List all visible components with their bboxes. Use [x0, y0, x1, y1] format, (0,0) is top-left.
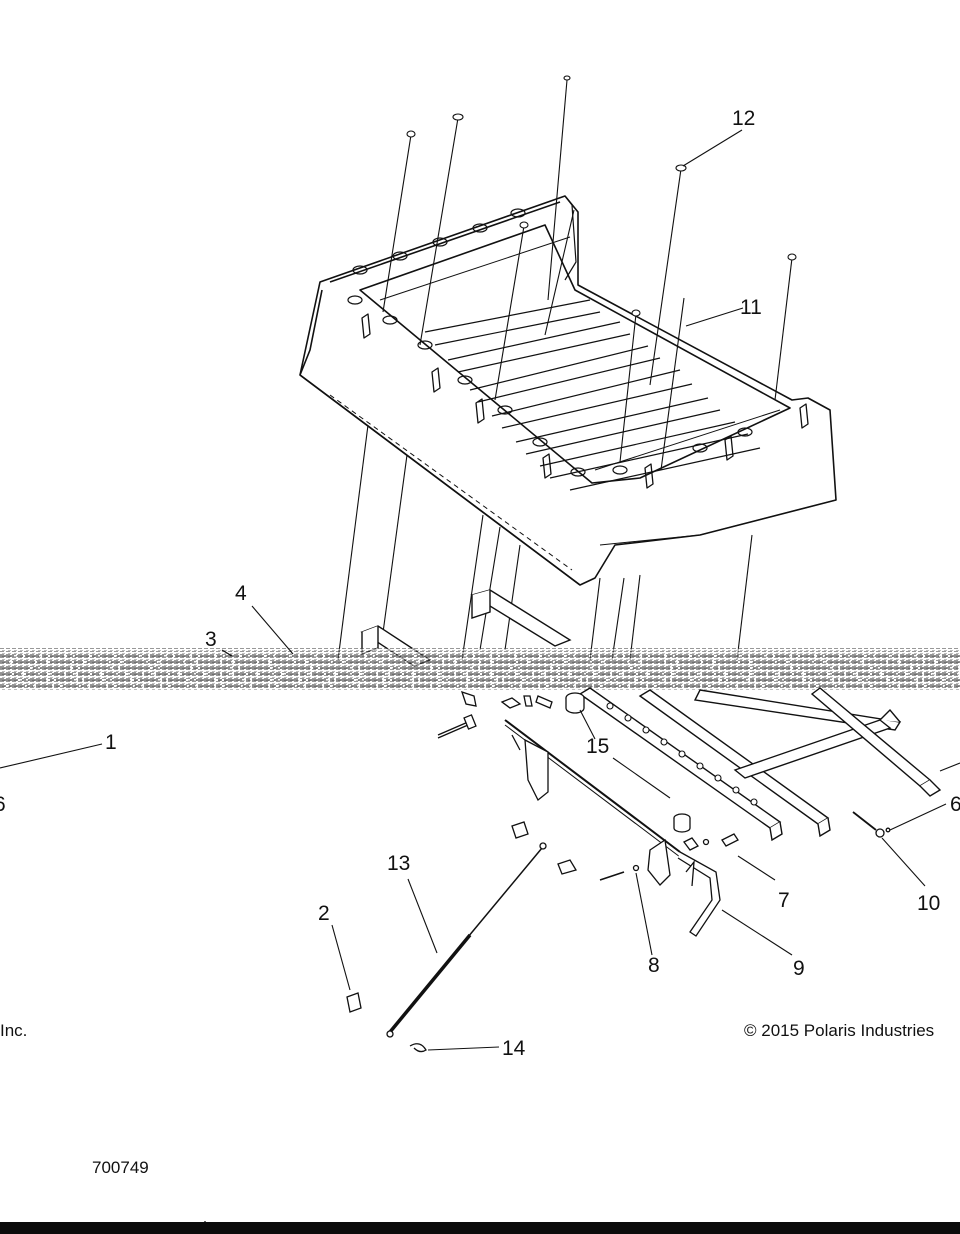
callout-4: 4 [235, 582, 247, 605]
callout-13: 13 [387, 852, 410, 875]
callout-6-left: 6 [0, 793, 6, 816]
callout-12: 12 [732, 107, 755, 130]
drawing-number: 700749 [92, 1158, 149, 1177]
callout-15: 15 [586, 735, 609, 758]
leader-lines [0, 129, 960, 1051]
callout-2: 2 [318, 902, 330, 925]
callout-6-right: 6 [950, 793, 960, 816]
hardware [346, 690, 891, 1053]
callout-3: 3 [205, 628, 217, 651]
copyright-left: Inc. [0, 1021, 28, 1040]
callout-14: 14 [502, 1037, 526, 1060]
assembly-lines [337, 424, 753, 661]
rail-holes [606, 702, 758, 806]
copyright-right: © 2015 Polaris Industries [744, 1021, 935, 1040]
bottom-border [0, 1222, 960, 1234]
scan-band-streaks [0, 655, 960, 687]
callout-9: 9 [793, 957, 805, 980]
callout-8: 8 [648, 954, 660, 977]
callout-7: 7 [778, 889, 790, 912]
frame-rails-lower [578, 687, 942, 842]
floor-slats [424, 299, 761, 491]
callout-numbers: 12 11 4 3 1 6 15 6 7 10 13 2 8 9 14 [0, 107, 960, 1060]
callout-1: 1 [105, 731, 117, 754]
scan-band [0, 648, 960, 690]
rim-bosses [347, 208, 753, 477]
fastener-lines [382, 75, 797, 471]
callout-10: 10 [917, 892, 940, 915]
cargo-box [299, 195, 837, 586]
callout-11: 11 [740, 296, 762, 319]
tie-down-hooks [361, 313, 809, 489]
